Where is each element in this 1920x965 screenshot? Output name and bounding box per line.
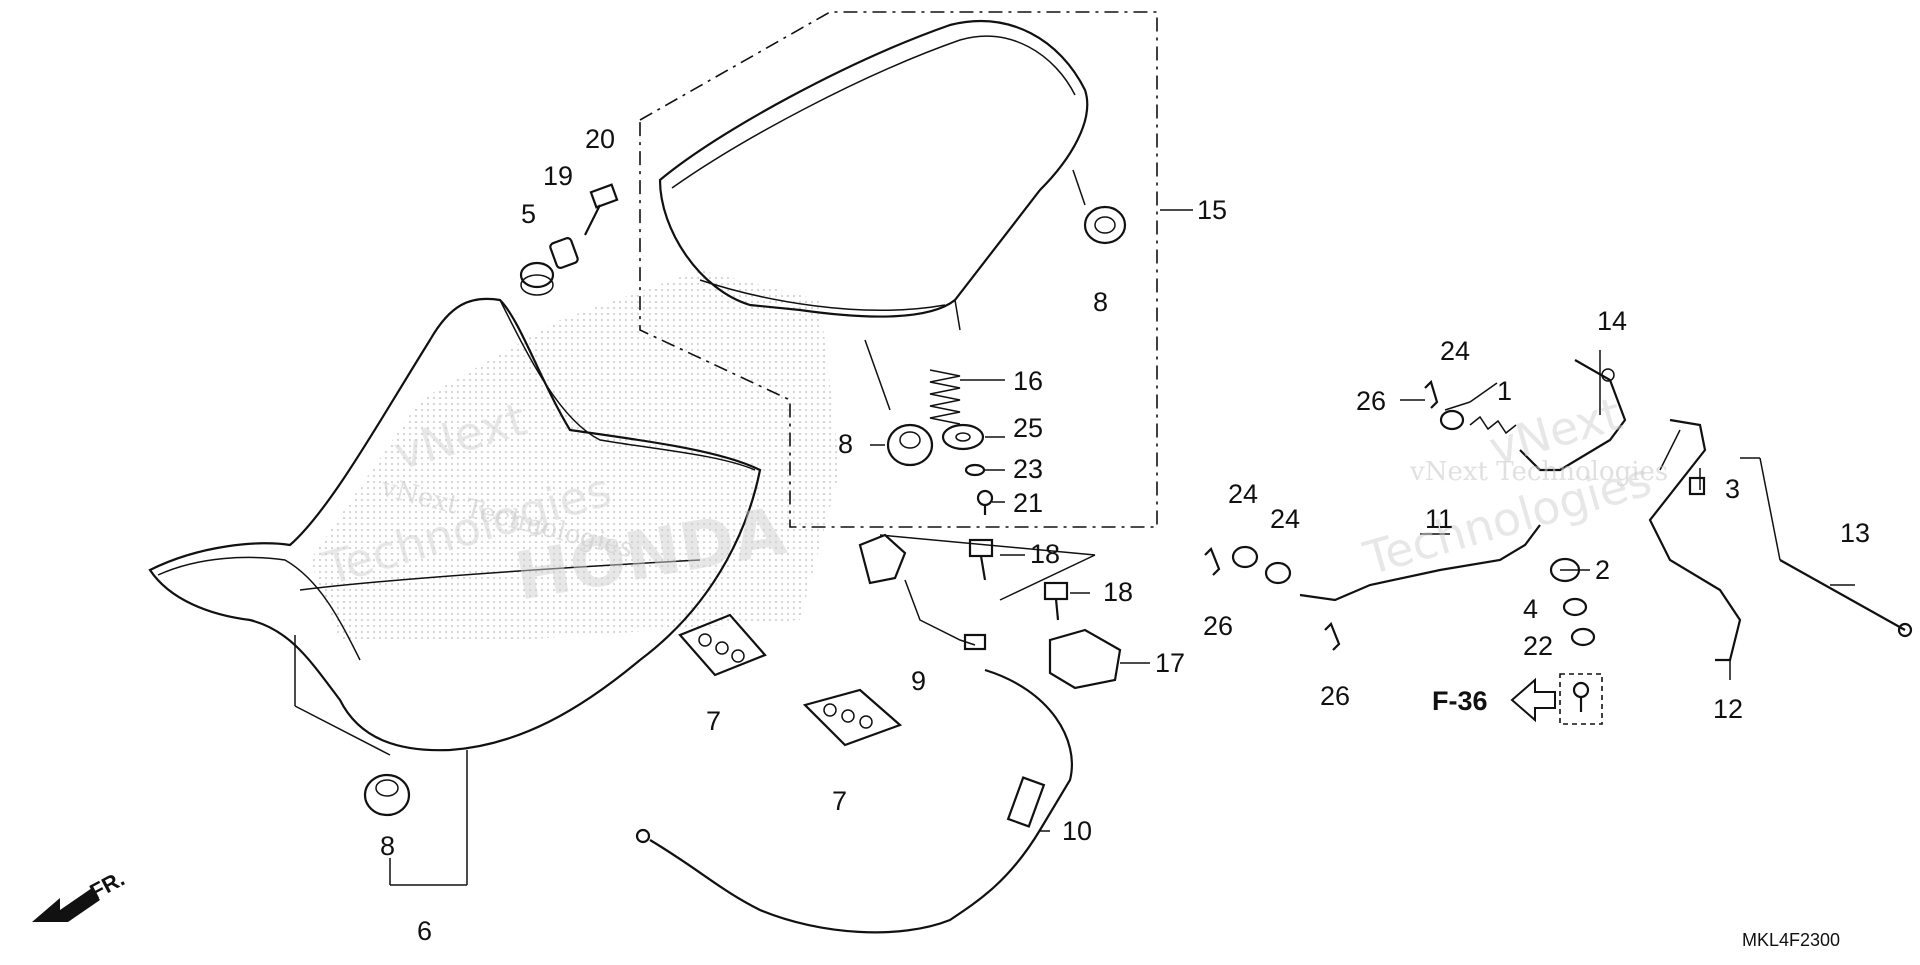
callout-18-a: 18: [1030, 539, 1060, 569]
reference-label: F-36: [1432, 686, 1488, 716]
lock-bracket: [1519, 359, 1627, 472]
flange-bolt-2: [1043, 581, 1069, 621]
spring-small: [1469, 415, 1517, 435]
spring: [929, 369, 961, 425]
callout-12: 12: [1713, 694, 1743, 724]
grommet: [519, 261, 555, 296]
callout-1: 1: [1497, 376, 1512, 406]
callout-17: 17: [1155, 648, 1185, 678]
callout-23: 23: [1013, 454, 1043, 484]
callout-24-upper: 24: [1440, 336, 1470, 366]
callout-20: 20: [585, 124, 615, 154]
collar: [549, 237, 579, 269]
callout-13: 13: [1840, 518, 1870, 548]
callout-26-upper: 26: [1356, 386, 1386, 416]
callout-26-lower: 26: [1320, 681, 1350, 711]
callout-19: 19: [543, 161, 573, 191]
hinge-pin: [1779, 559, 1913, 638]
nut-22: [1570, 627, 1596, 647]
reference-arrow-icon: [1510, 677, 1556, 723]
callout-labels: 15 8 20 19 5 16 25 8 23 21 18 18 17 9 7 …: [380, 124, 1870, 946]
front-arrow-icon: [32, 888, 100, 922]
seat-bushing-upper: [1083, 205, 1127, 245]
main-seat: [148, 297, 762, 752]
hinge-bracket: [1648, 418, 1742, 662]
callout-26-left: 26: [1203, 611, 1233, 641]
callout-22: 22: [1523, 631, 1553, 661]
seat-lock: [858, 533, 987, 651]
callout-2: 2: [1595, 555, 1610, 585]
diagram-code: MKL4F2300: [1742, 930, 1840, 950]
small-screw: [976, 489, 994, 515]
rear-seat-cowl: [658, 20, 1089, 331]
flange-bolt-1: [968, 538, 994, 581]
collar-4: [1562, 597, 1588, 617]
callout-5: 5: [521, 199, 536, 229]
seat-bushing-lower: [363, 773, 411, 817]
clip-26-lower: [1324, 622, 1341, 651]
dotted-brand-backdrop: [310, 270, 840, 640]
callout-21: 21: [1013, 488, 1043, 518]
watermark-line-1-right: vNext Technologies: [1409, 457, 1668, 487]
callout-8-upper: 8: [1093, 287, 1108, 317]
callout-8-lower: 8: [380, 831, 395, 861]
washer: [941, 423, 985, 451]
callout-8-middle: 8: [838, 429, 853, 459]
callout-7-b: 7: [832, 786, 847, 816]
callout-7-a: 7: [706, 706, 721, 736]
hex-bolt-upper: [584, 183, 619, 236]
clip-26-upper: [1424, 379, 1439, 409]
small-washer: [964, 463, 986, 477]
callout-11: 11: [1425, 504, 1453, 534]
callout-24-left: 24: [1228, 479, 1258, 509]
seat-switch: [1048, 628, 1122, 690]
reference-screw: [1572, 681, 1590, 712]
callout-18-b: 18: [1103, 577, 1133, 607]
washer-24-left: [1231, 545, 1259, 569]
washer-24-upper: [1439, 409, 1465, 431]
callout-25: 25: [1013, 413, 1043, 443]
bolt-3: [1688, 476, 1706, 496]
rear-cowl-group-outline: [639, 11, 1158, 528]
seat-bushing-middle: [886, 423, 934, 467]
callout-6: 6: [417, 916, 432, 946]
reference-screw-box: [1559, 673, 1603, 725]
leader-lines: [294, 169, 1855, 886]
callout-16: 16: [1013, 366, 1043, 396]
rubber-damper-upper: [678, 613, 767, 677]
callout-14: 14: [1597, 306, 1627, 336]
release-rod: [1299, 524, 1541, 602]
washer-24-right: [1264, 561, 1292, 585]
front-direction-indicator: FR.: [32, 866, 129, 922]
callout-24-right: 24: [1270, 504, 1300, 534]
clip-26-left: [1204, 547, 1221, 576]
callout-3: 3: [1725, 474, 1740, 504]
callout-4: 4: [1523, 594, 1538, 624]
callout-15: 15: [1197, 195, 1227, 225]
callout-9: 9: [911, 666, 926, 696]
rubber-damper-lower: [802, 688, 903, 747]
callout-10: 10: [1062, 816, 1092, 846]
seat-lock-cable: [635, 668, 1073, 934]
